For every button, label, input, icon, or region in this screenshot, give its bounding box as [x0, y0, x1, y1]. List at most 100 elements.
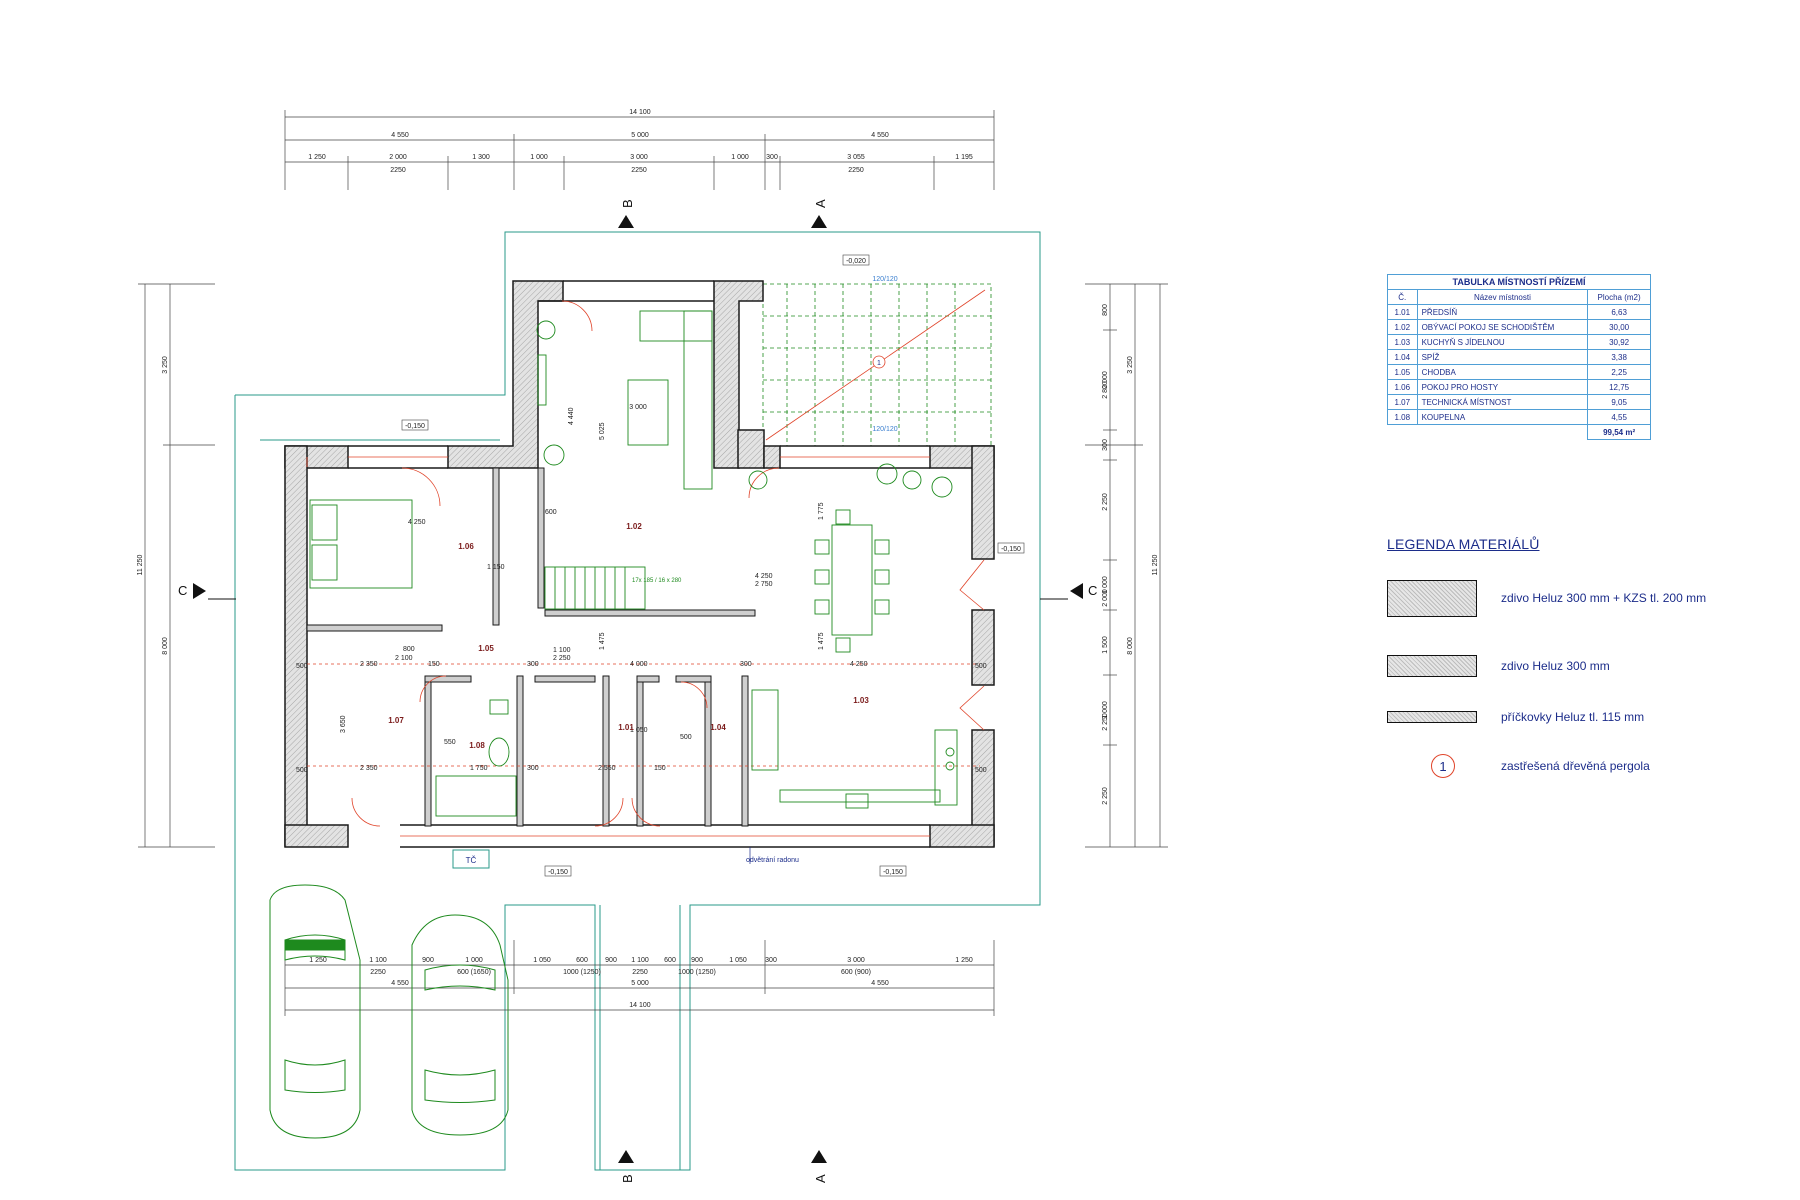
left-dim-1: 3 250 — [162, 356, 169, 374]
room-numbers: 1.01 1.02 1.03 1.04 1.05 1.06 1.07 1.08 — [388, 522, 869, 750]
legend-swatch-wall — [1387, 655, 1477, 677]
bottom-detail-dim-5: 1 050 — [533, 957, 551, 964]
interior-dim: 150 — [428, 661, 440, 668]
bottom-detail-dim-8: 1 100 — [631, 957, 649, 964]
top-main-dim-1: 4 550 — [391, 132, 409, 139]
legend-pergola-number: 1 — [1431, 754, 1455, 778]
bottom-detail-sub-2: 600 (1650) — [457, 969, 491, 976]
interior-dim: 1 750 — [470, 765, 488, 772]
top-detail-dim-3: 1 300 — [472, 154, 490, 161]
room-name: OBÝVACÍ POKOJ SE SCHODIŠTĚM — [1416, 319, 1589, 335]
room-area: 3,38 — [1587, 349, 1651, 365]
section-markers — [193, 215, 1083, 1163]
bottom-detail-dim-10: 900 — [691, 957, 703, 964]
top-detail-dim-7: 300 — [766, 154, 778, 161]
section-a-top: A — [813, 199, 828, 208]
room-number-1-04: 1.04 — [710, 723, 726, 732]
left-dim-2: 8 000 — [162, 637, 169, 655]
interior-dim: 5 025 — [599, 422, 606, 440]
room-name: POKOJ PRO HOSTY — [1416, 379, 1589, 395]
bottom-detail-dim-3: 900 — [422, 957, 434, 964]
right-detail-dim-10: 2 250 — [1102, 713, 1109, 731]
interior-dim: 1 775 — [818, 502, 825, 520]
interior-dimensions: 4 250 2 750 4 250 2 350 4 000 4 250 2 35… — [296, 407, 987, 774]
top-main-dim-2: 5 000 — [631, 132, 649, 139]
room-area: 12,75 — [1587, 379, 1651, 395]
room-area: 6,63 — [1587, 304, 1651, 320]
room-number: 1.08 — [1387, 409, 1418, 425]
interior-dim: 4 000 — [630, 661, 648, 668]
top-detail-dim-5: 3 000 — [630, 154, 648, 161]
left-dimensions — [138, 283, 215, 848]
pergola — [762, 283, 992, 447]
legend-item: zdivo Heluz 300 mm + KZS tl. 200 mm — [1387, 578, 1706, 618]
interior-dim: 800 — [403, 646, 415, 653]
bottom-main-dim-2: 5 000 — [631, 980, 649, 987]
bottom-detail-dim-9: 600 — [664, 957, 676, 964]
level-5: -0,150 — [883, 869, 903, 876]
room-table: TABULKA MÍSTNOSTÍ PŘÍZEMÍ Č. Název místn… — [1387, 274, 1651, 440]
bottom-dimensions — [284, 940, 995, 1016]
section-b-top: B — [620, 199, 635, 208]
legend-text: zdivo Heluz 300 mm — [1501, 659, 1610, 673]
right-dim-2: 8 000 — [1127, 637, 1134, 655]
interior-dim: 300 — [740, 661, 752, 668]
top-detail-dim-1: 1 250 — [308, 154, 326, 161]
room-area: 4,55 — [1587, 409, 1651, 425]
interior-dim: 500 — [296, 663, 308, 670]
section-a-bottom: A — [813, 1174, 828, 1183]
bottom-detail-dim-13: 3 000 — [847, 957, 865, 964]
legend-text: zdivo Heluz 300 mm + KZS tl. 200 mm — [1501, 591, 1707, 605]
right-detail-dim-8: 1 500 — [1102, 636, 1109, 654]
interior-dim: 1 475 — [599, 632, 606, 650]
top-detail-sub-1: 2250 — [390, 167, 406, 174]
legend-swatch-thick-wall — [1387, 579, 1477, 617]
bottom-main-dim-1: 4 550 — [391, 980, 409, 987]
room-number: 1.02 — [1387, 319, 1418, 335]
total-area: 99,54 m² — [1587, 424, 1651, 440]
interior-dim: 1 050 — [630, 727, 648, 734]
right-detail-dim-4: 300 — [1102, 439, 1109, 451]
top-detail-dim-8: 3 055 — [847, 154, 865, 161]
room-area: 9,05 — [1587, 394, 1651, 410]
bottom-detail-dim-1: 1 250 — [309, 957, 327, 964]
openings — [306, 300, 985, 837]
legend-swatch-partition — [1387, 711, 1477, 723]
interior-dim: 2 550 — [598, 765, 616, 772]
interior-dim: 600 — [545, 509, 557, 516]
top-main-dim-3: 4 550 — [871, 132, 889, 139]
room-number: 1.04 — [1387, 349, 1418, 365]
top-detail-sub-2: 2250 — [631, 167, 647, 174]
interior-dim: 500 — [975, 767, 987, 774]
room-table-caption: TABULKA MÍSTNOSTÍ PŘÍZEMÍ — [1387, 274, 1651, 290]
room-area: 2,25 — [1587, 364, 1651, 380]
room-number: 1.06 — [1387, 379, 1418, 395]
interior-dim: 2 350 — [360, 661, 378, 668]
legend-item: zdivo Heluz 300 mm — [1387, 646, 1610, 686]
room-number-1-01: 1.01 — [618, 723, 634, 732]
right-detail-dim-2: 2 000 — [1102, 371, 1109, 389]
top-dimensions — [284, 110, 995, 190]
room-number-1-05: 1.05 — [478, 644, 494, 653]
room-area: 30,92 — [1587, 334, 1651, 350]
interior-dim: 4 250 — [850, 661, 868, 668]
top-detail-dim-6: 1 000 — [731, 154, 749, 161]
col-number: Č. — [1387, 289, 1418, 305]
bottom-overall-dim: 14 100 — [629, 1002, 651, 1009]
room-number: 1.01 — [1387, 304, 1418, 320]
right-detail-dim-5: 2 250 — [1102, 493, 1109, 511]
bottom-detail-dim-14: 1 250 — [955, 957, 973, 964]
top-detail-dim-9: 1 195 — [955, 154, 973, 161]
furniture — [309, 310, 958, 817]
partitions — [306, 467, 756, 827]
top-detail-dim-4: 1 000 — [530, 154, 548, 161]
col-area: Plocha (m2) — [1587, 289, 1651, 305]
heat-pump-label: TČ — [466, 856, 477, 865]
room-number: 1.07 — [1387, 394, 1418, 410]
room-name: KUCHYŇ S JÍDELNOU — [1416, 334, 1589, 350]
heat-pump-unit — [452, 849, 490, 869]
stairs-label: 17x 185 / 16 x 280 — [632, 578, 682, 584]
